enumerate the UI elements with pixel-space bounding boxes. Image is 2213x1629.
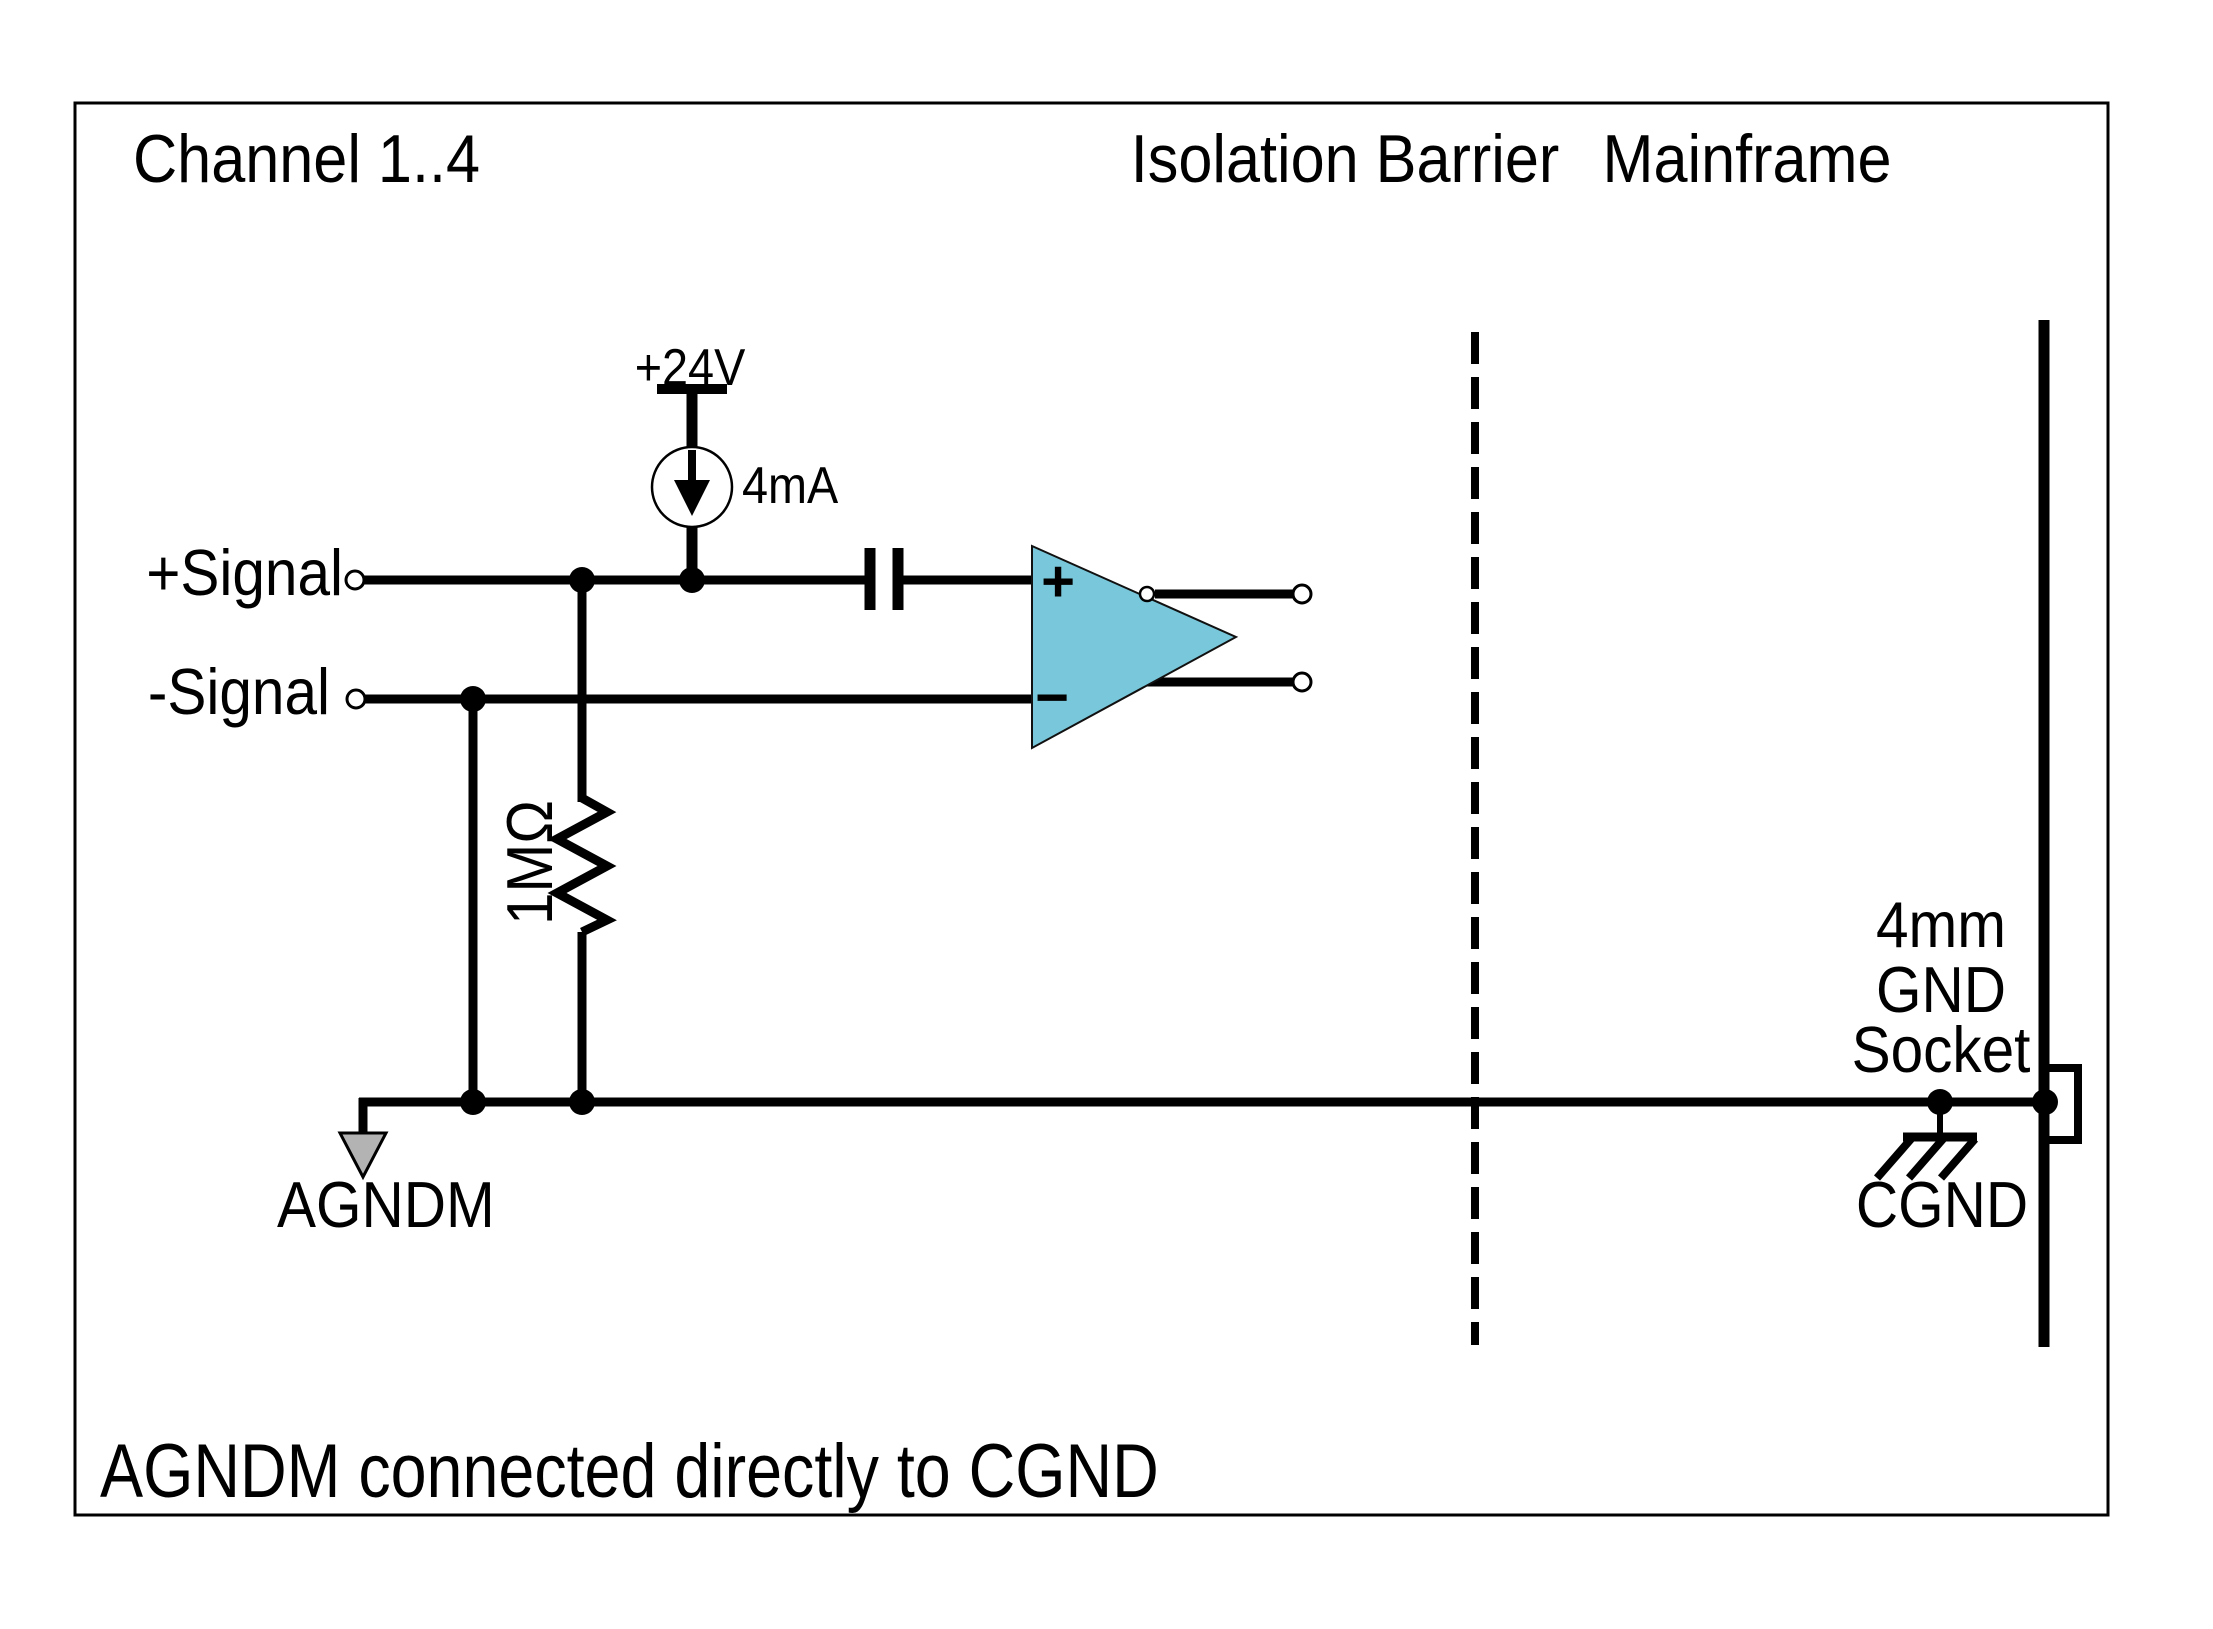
wire-layer: [358, 320, 2082, 1347]
junction-dot: [679, 567, 705, 593]
junction-dot: [1927, 1089, 1953, 1115]
junction-dot: [569, 1089, 595, 1115]
agndm-ground-arrow: [337, 1131, 389, 1181]
opamp-minus-input-symbol: −: [1035, 665, 1069, 730]
plus-signal-terminal: [344, 569, 366, 591]
resistor-zigzag: [547, 794, 617, 937]
output-top-terminal: [1291, 583, 1313, 605]
junction-dot: [569, 567, 595, 593]
current-source-value-label: 4mA: [742, 457, 838, 515]
socket-label-line3: Socket: [1852, 1014, 2031, 1087]
junction-dot-layer: [460, 567, 2058, 1115]
junction-dot: [2032, 1089, 2058, 1115]
junction-dot: [460, 1089, 486, 1115]
current-source-arrow-head: [674, 480, 710, 516]
junction-dot: [460, 686, 486, 712]
plus-signal-label: +Signal: [146, 537, 343, 610]
diagram-frame-border: [73, 101, 2110, 1517]
agndm-label: AGNDM: [277, 1169, 495, 1242]
cgnd-slash-3: [1873, 1136, 1915, 1181]
minus-signal-terminal: [345, 688, 367, 710]
supply-voltage-label: +24V: [635, 339, 746, 397]
output-bottom-terminal: [1291, 671, 1313, 693]
cgnd-label: CGND: [1856, 1169, 2028, 1242]
mainframe-label: Mainframe: [1602, 120, 1891, 197]
resistor-value-label: 1MΩ: [494, 800, 567, 925]
footnote-text: AGNDM connected directly to CGND: [100, 1428, 1159, 1513]
socket-label-line1: 4mm: [1876, 889, 2006, 962]
opamp-triangle: [1031, 544, 1239, 750]
channel-title: Channel 1..4: [133, 120, 480, 197]
opamp-plus-input-symbol: +: [1041, 549, 1075, 614]
cgnd-slash-1: [1937, 1136, 1979, 1181]
gnd-socket-bracket: [2044, 1064, 2082, 1144]
cgnd-slash-2: [1905, 1136, 1947, 1181]
text-layer: Channel 1..4 Isolation Barrier Mainframe…: [100, 120, 2030, 1513]
isolation-barrier-label: Isolation Barrier: [1131, 120, 1559, 197]
socket-label-line2: GND: [1876, 954, 2006, 1027]
opamp-output-node-circle: [1138, 585, 1156, 603]
minus-signal-label: -Signal: [148, 656, 330, 729]
